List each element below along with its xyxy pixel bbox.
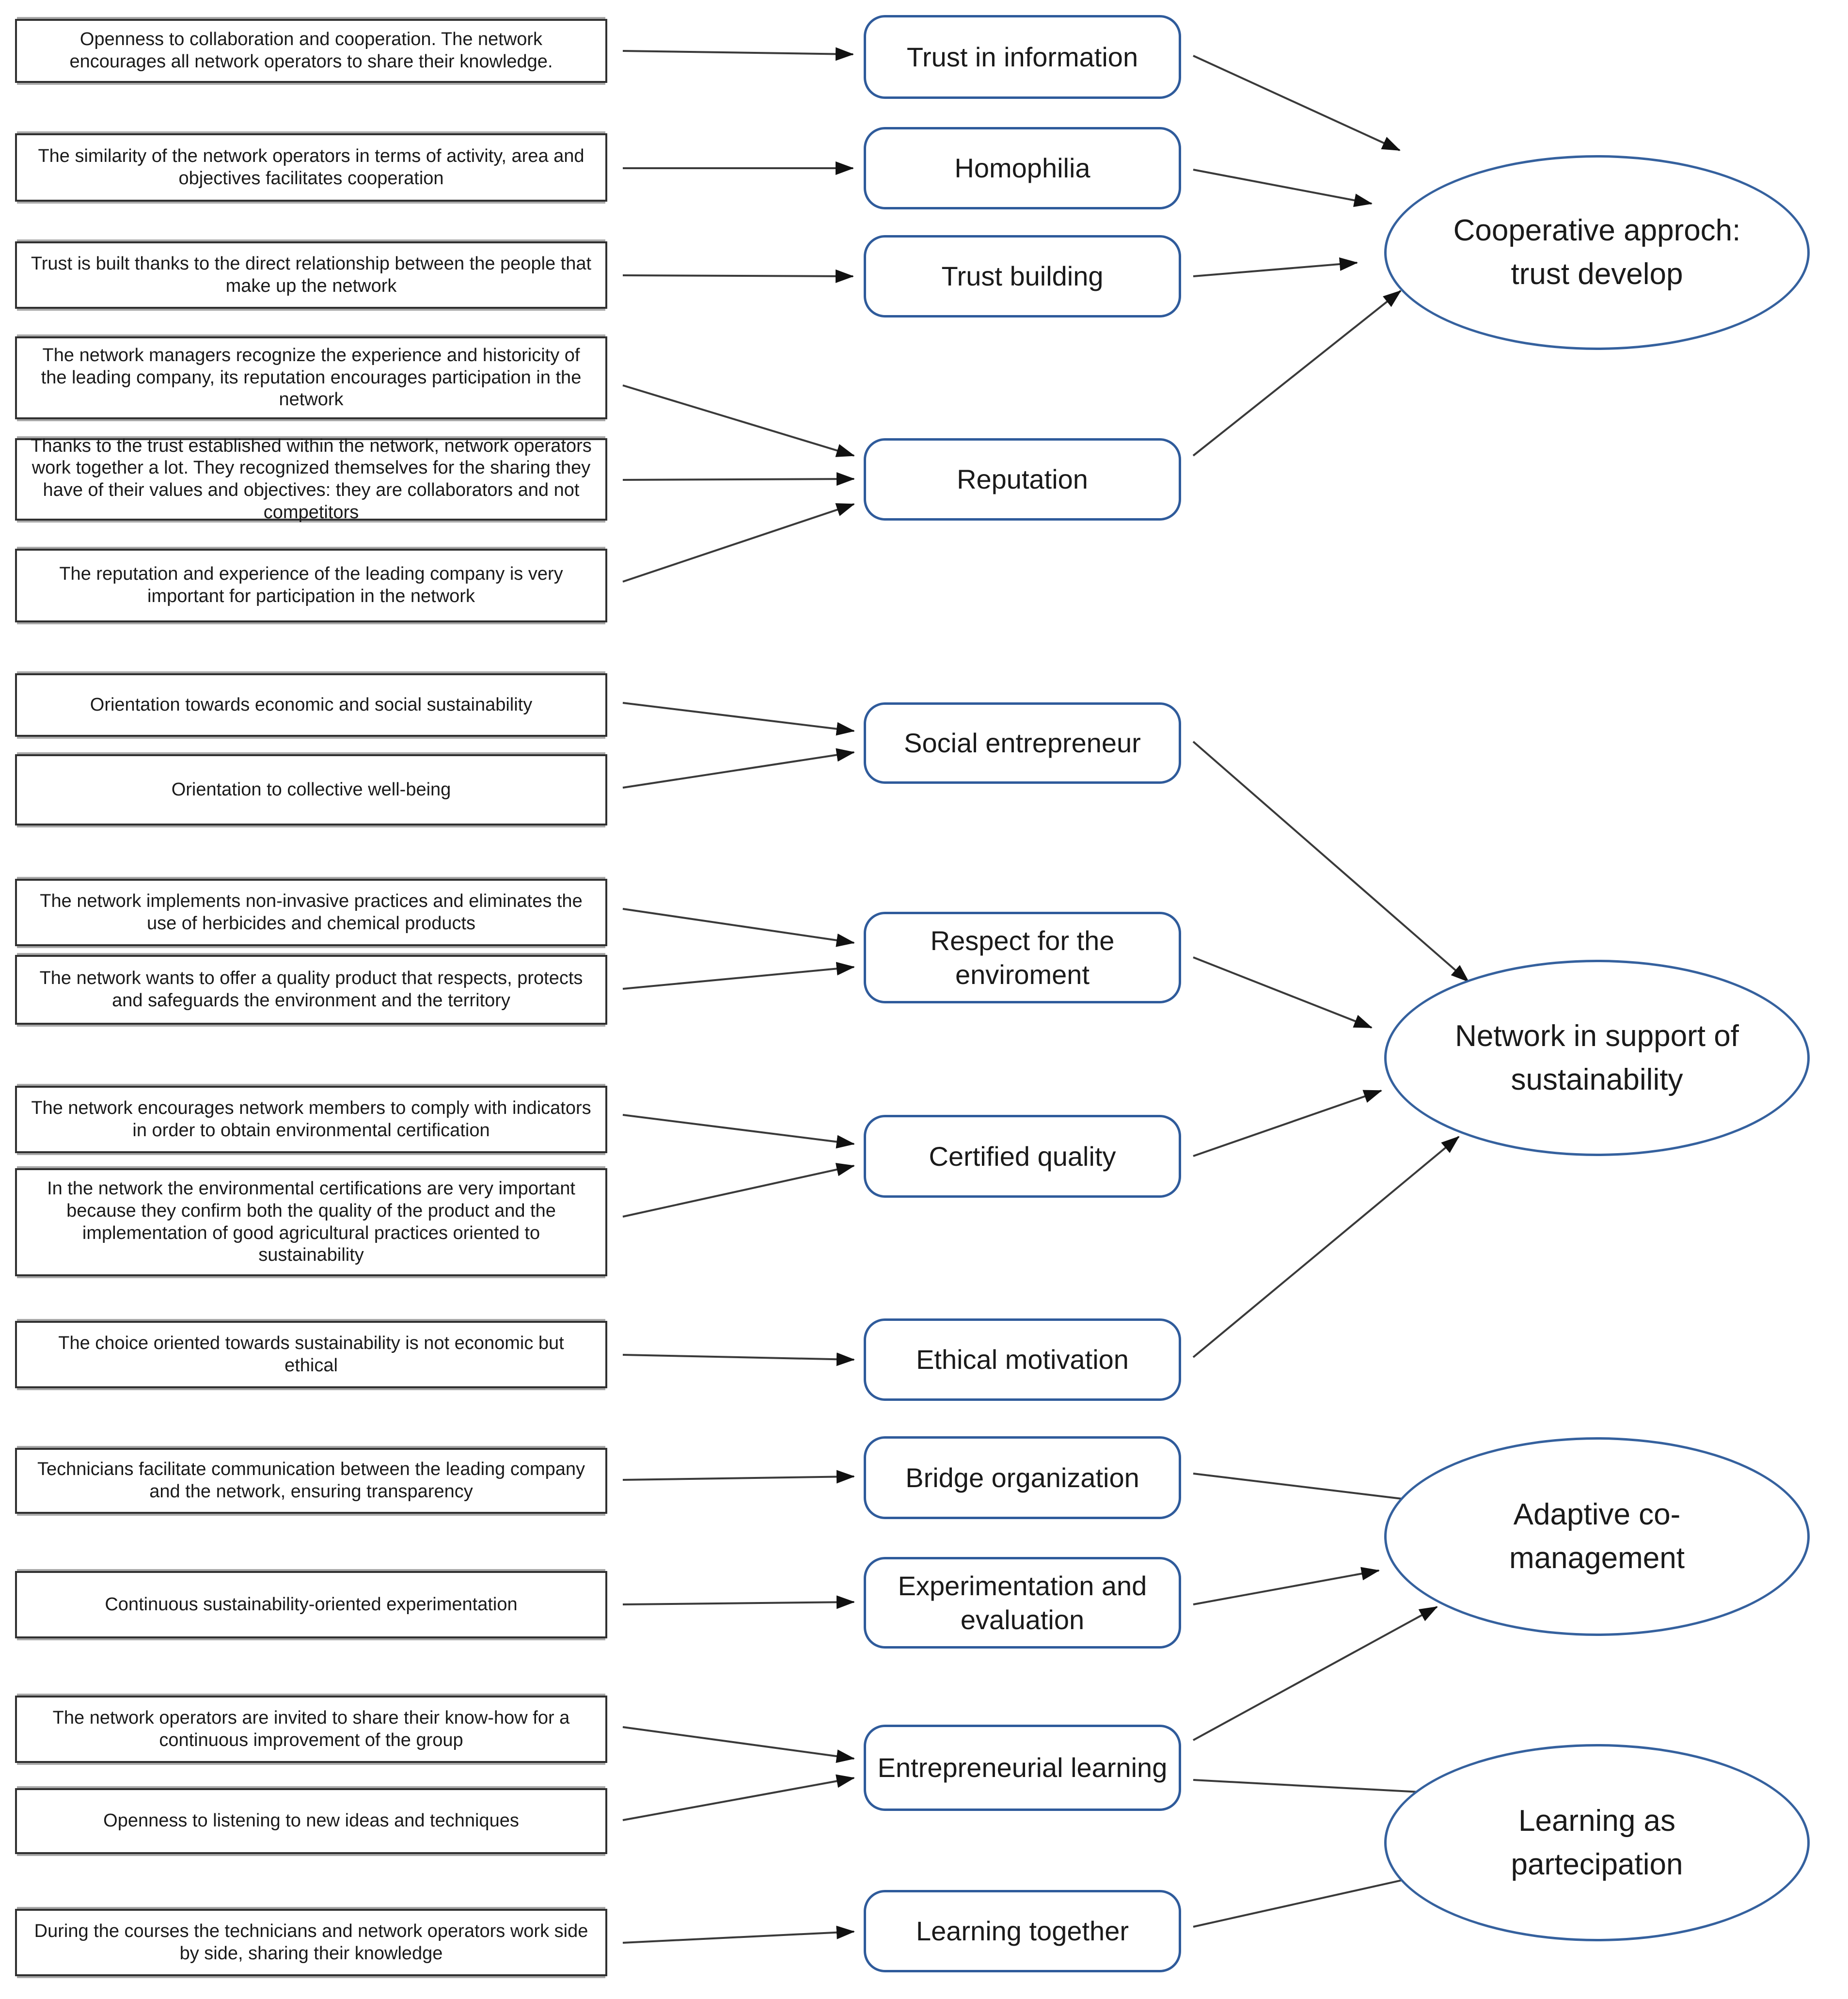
quote-box-q11: The network encourages network members t…: [15, 1086, 607, 1153]
concept-box-c7: Certified quality: [864, 1115, 1181, 1198]
arrow-c11-to-t4: [1193, 1779, 1448, 1800]
arrow-q15-to-c10: [622, 1595, 855, 1609]
arrow-q16-to-c11: [622, 1726, 855, 1763]
arrow-c8-to-t2: [1192, 1136, 1460, 1358]
theme-ellipse-t4: Learning as partecipation: [1384, 1744, 1810, 1941]
arrow-c7-to-t2: [1193, 1090, 1382, 1157]
arrow-c4-to-t1: [1192, 290, 1402, 457]
arrow-c10-to-t3: [1193, 1567, 1380, 1605]
arrow-q14-to-c9: [622, 1470, 855, 1484]
quote-box-q6: The reputation and experience of the lea…: [15, 549, 607, 622]
arrow-q12-to-c7: [622, 1163, 855, 1218]
quote-box-q16: The network operators are invited to sha…: [15, 1696, 607, 1763]
arrow-c2-to-t1: [1193, 169, 1373, 207]
arrow-q11-to-c7: [622, 1114, 855, 1149]
arrow-c11-to-t3: [1193, 1606, 1438, 1741]
arrow-q10-to-c6: [622, 962, 855, 990]
arrow-q5-to-c4: [622, 472, 855, 486]
arrow-c5-to-t2: [1192, 741, 1469, 983]
concept-box-c11: Entrepreneurial learning: [864, 1725, 1181, 1811]
arrow-q7-to-c5: [622, 702, 855, 736]
concept-box-c8: Ethical motivation: [864, 1318, 1181, 1401]
arrow-q1-to-c1: [622, 47, 854, 61]
quote-box-q14: Technicians facilitate communication bet…: [15, 1448, 607, 1514]
quote-box-q8: Orientation to collective well-being: [15, 754, 607, 825]
quote-box-q17: Openness to listening to new ideas and t…: [15, 1788, 607, 1854]
theme-ellipse-t2: Network in support of sustainability: [1384, 960, 1810, 1156]
arrow-q17-to-c11: [622, 1774, 855, 1821]
concept-box-c10: Experimentation and evaluation: [864, 1557, 1181, 1649]
quote-box-q9: The network implements non-invasive prac…: [15, 879, 607, 946]
concept-box-c2: Homophilia: [864, 127, 1181, 209]
concept-box-c1: Trust in information: [864, 15, 1181, 99]
quote-box-q18: During the courses the technicians and n…: [15, 1909, 607, 1976]
quote-box-q13: The choice oriented towards sustainabili…: [15, 1321, 607, 1388]
arrow-q6-to-c4: [622, 503, 855, 583]
arrow-q8-to-c5: [622, 748, 855, 789]
quote-box-q7: Orientation towards economic and social …: [15, 673, 607, 737]
concept-box-c6: Respect for the enviroment: [864, 912, 1181, 1003]
quote-box-q4: The network managers recognize the exper…: [15, 336, 607, 419]
arrow-q4-to-c4: [622, 384, 855, 457]
concept-box-c5: Social entrepreneur: [864, 702, 1181, 784]
quote-box-q15: Continuous sustainability-oriented exper…: [15, 1571, 607, 1638]
quote-box-q1: Openness to collaboration and cooperatio…: [15, 19, 607, 83]
arrow-q3-to-c3: [622, 269, 854, 283]
arrow-q13-to-c8: [622, 1352, 855, 1366]
arrow-c12-to-t4: [1193, 1871, 1433, 1928]
quote-box-q10: The network wants to offer a quality pro…: [15, 955, 607, 1025]
quote-box-q3: Trust is built thanks to the direct rela…: [15, 241, 607, 309]
concept-box-c3: Trust building: [864, 235, 1181, 317]
arrow-q9-to-c6: [622, 908, 855, 947]
quote-box-q2: The similarity of the network operators …: [15, 133, 607, 202]
theme-ellipse-t3: Adaptive co- management: [1384, 1437, 1810, 1636]
arrow-c6-to-t2: [1193, 956, 1373, 1029]
concept-box-c12: Learning together: [864, 1890, 1181, 1972]
arrow-q18-to-c12: [622, 1925, 855, 1944]
theme-ellipse-t1: Cooperative approch: trust develop: [1384, 155, 1810, 350]
concept-box-c4: Reputation: [864, 438, 1181, 521]
arrow-c3-to-t1: [1193, 257, 1358, 277]
arrow-c1-to-t1: [1193, 55, 1401, 151]
quote-box-q5: Thanks to the trust established within t…: [15, 436, 607, 523]
concept-box-c9: Bridge organization: [864, 1436, 1181, 1519]
quote-box-q12: In the network the environmental certifi…: [15, 1168, 607, 1276]
